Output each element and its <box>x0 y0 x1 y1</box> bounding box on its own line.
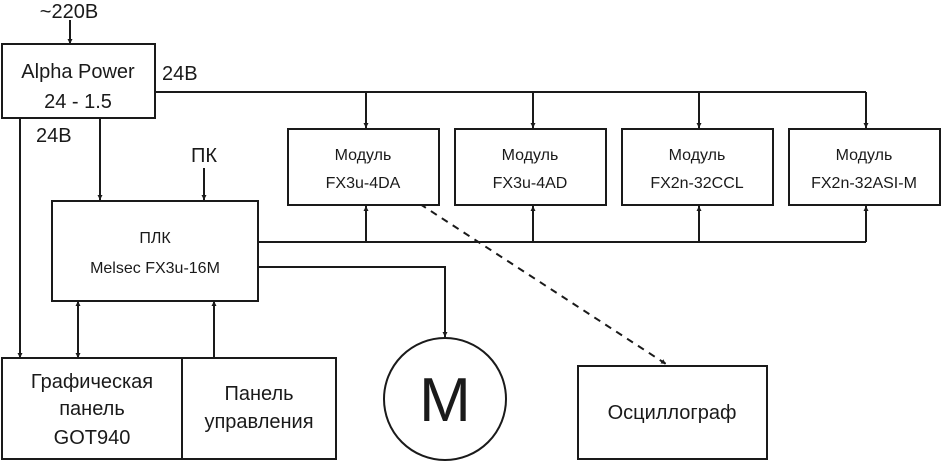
module-4-model: FX2n-32ASI-M <box>811 175 917 192</box>
graphic-panel-line3: GOT940 <box>54 427 131 449</box>
graphic-panel-line2: панель <box>59 398 125 420</box>
plc-to-motor-arrow <box>258 266 448 337</box>
motor-circle <box>383 337 507 461</box>
pc-label: ПК <box>191 145 217 167</box>
module-3-model: FX2n-32CCL <box>650 175 743 192</box>
motor-label: M <box>419 366 471 435</box>
power-supply-box <box>1 43 156 119</box>
voltage-label-down: 24В <box>36 125 72 147</box>
graphic-panel-box <box>1 357 183 460</box>
module-1-box <box>287 128 440 206</box>
mains-input-label: ~220В <box>40 1 98 23</box>
graphic-panel-line1: Графическая <box>31 371 153 393</box>
module-2-box <box>454 128 607 206</box>
plc-model: Melsec FX3u-16M <box>90 260 220 277</box>
power-supply-title: Alpha Power <box>21 61 135 83</box>
module-3-title: Модуль <box>669 147 726 164</box>
control-panel-line1: Панель <box>224 383 293 405</box>
module-to-oscilloscope-dashed-arrow <box>419 203 667 365</box>
oscilloscope-label: Осциллограф <box>608 402 737 424</box>
module-3-box <box>621 128 774 206</box>
plc-box <box>51 200 259 302</box>
module-4-box <box>788 128 941 206</box>
control-panel-line2: управления <box>204 411 313 433</box>
oscilloscope-box <box>577 365 768 460</box>
control-panel-box <box>181 357 337 460</box>
module-2-title: Модуль <box>502 147 559 164</box>
voltage-label-right: 24В <box>162 63 198 85</box>
power-supply-rating: 24 - 1.5 <box>44 91 112 113</box>
module-2-model: FX3u-4AD <box>493 175 568 192</box>
module-1-title: Модуль <box>335 147 392 164</box>
module-1-model: FX3u-4DA <box>326 175 401 192</box>
plc-title: ПЛК <box>139 230 171 247</box>
module-4-title: Модуль <box>836 147 893 164</box>
